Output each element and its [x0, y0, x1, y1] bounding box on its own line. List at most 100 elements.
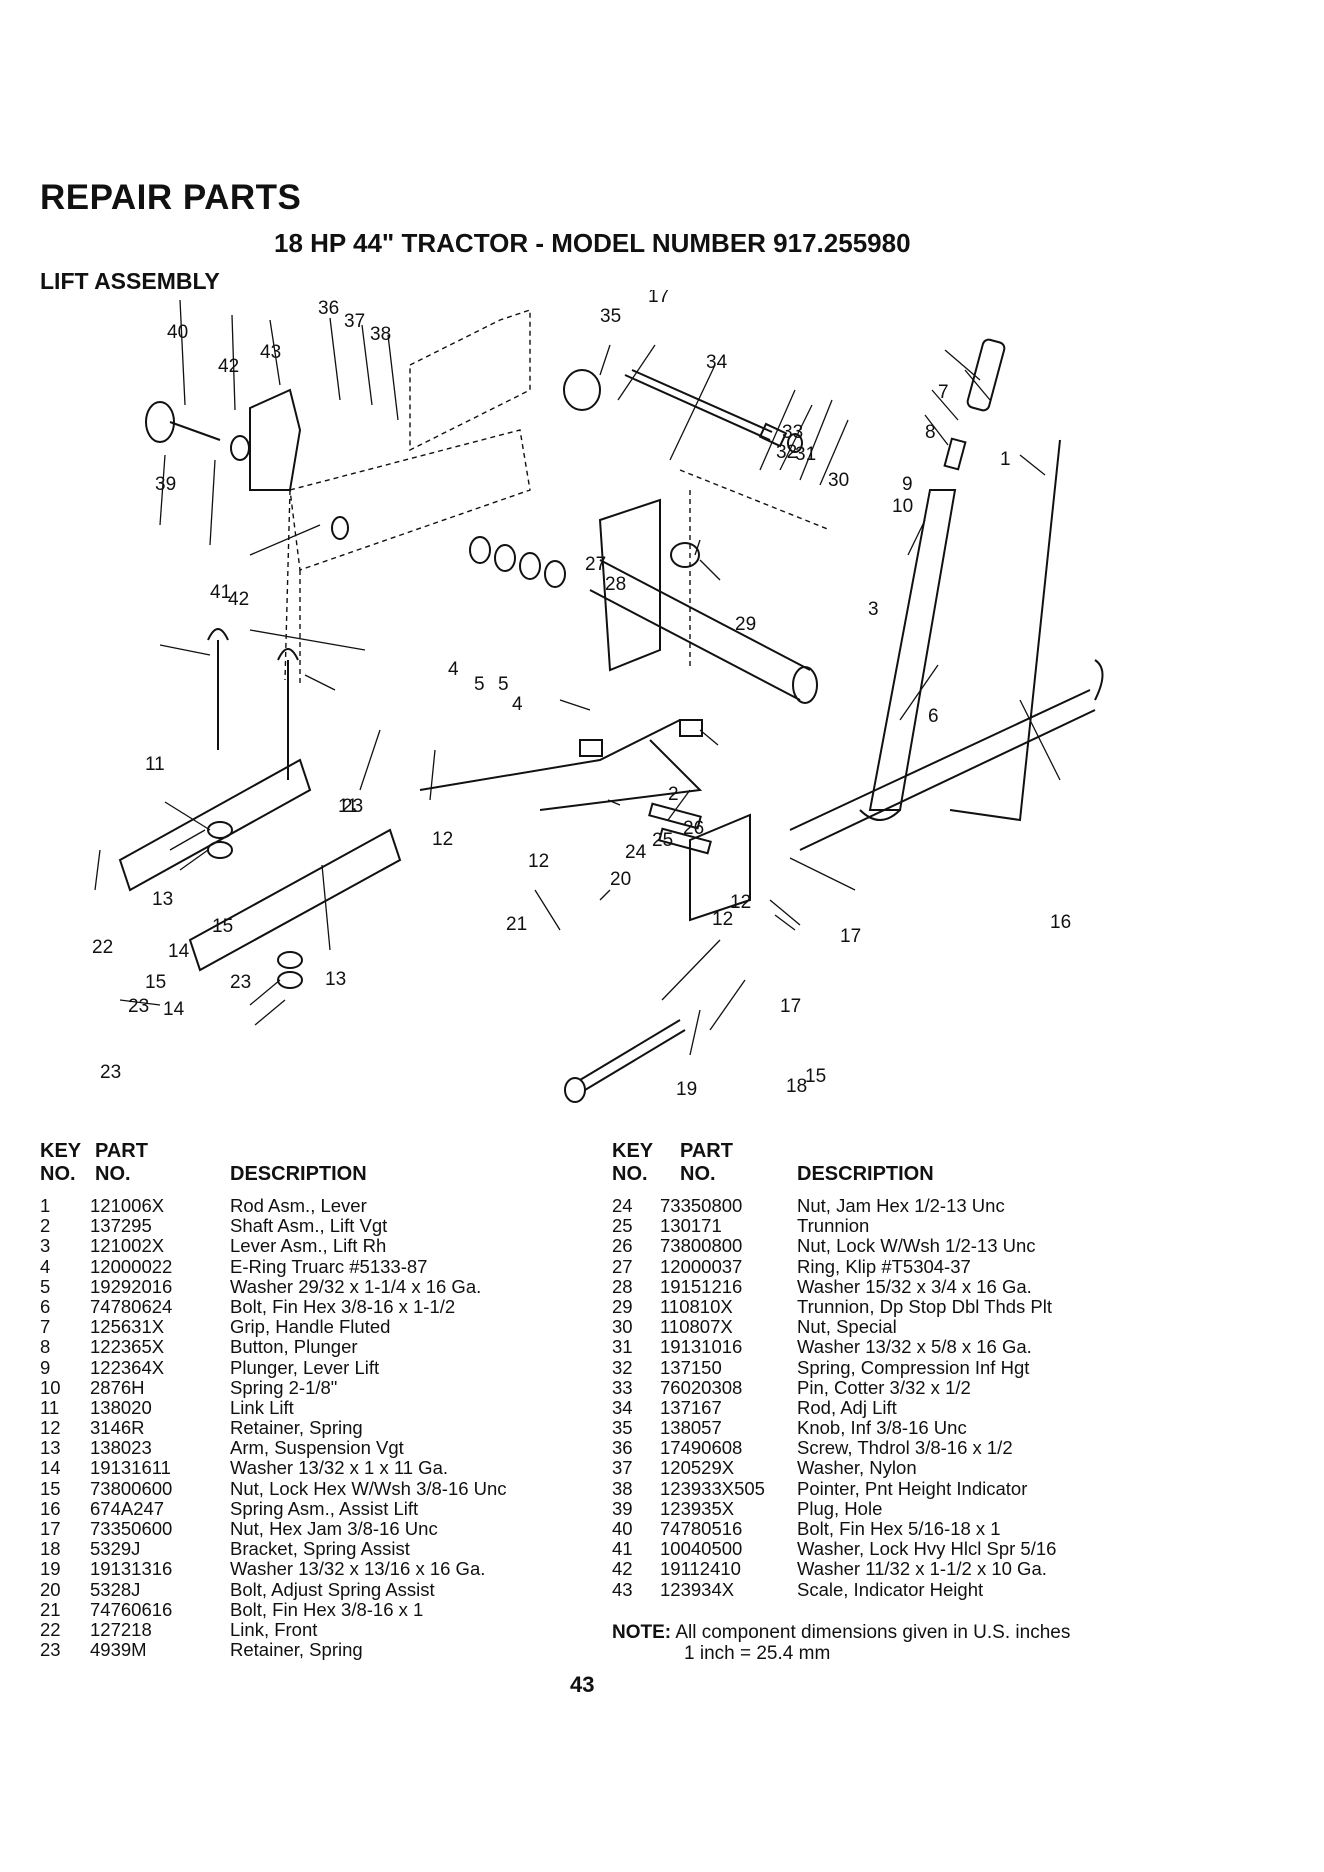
key-no: 23 — [40, 1639, 61, 1661]
callout-label: 17 — [840, 926, 861, 947]
description: Arm, Suspension Vgt — [230, 1437, 404, 1459]
part-no: 137295 — [90, 1215, 152, 1237]
callout-label: 25 — [652, 830, 673, 851]
callout-label: 42 — [228, 589, 249, 610]
callout-label: 29 — [735, 614, 756, 635]
description: Washer 13/32 x 13/16 x 16 Ga. — [230, 1558, 486, 1580]
callout-label: 3 — [868, 599, 879, 620]
key-no: 14 — [40, 1457, 61, 1479]
exploded-parts-diagram: 1234455678910111112121212131314141515151… — [92, 290, 1104, 1103]
key-no: 34 — [612, 1396, 633, 1418]
lever-rod — [949, 439, 1061, 822]
callout-label: 12 — [432, 829, 453, 850]
callout-label: 22 — [92, 937, 113, 958]
callout-label: 12 — [528, 851, 549, 872]
callout-label: 31 — [795, 444, 816, 465]
part-no: 5329J — [90, 1538, 141, 1560]
key-no: 4 — [40, 1255, 51, 1277]
key-no: 43 — [612, 1578, 633, 1600]
model-subtitle: 18 HP 44" TRACTOR - MODEL NUMBER 917.255… — [274, 228, 911, 258]
plunger-spring — [943, 437, 967, 471]
callout-label: 12 — [730, 892, 751, 913]
part-no: 121002X — [90, 1235, 165, 1257]
key-no: 25 — [612, 1215, 633, 1237]
key-no: 35 — [612, 1417, 633, 1439]
lift-link — [277, 648, 299, 780]
callout-label: 12 — [712, 909, 733, 930]
description: Pin, Cotter 3/32 x 1/2 — [797, 1376, 971, 1398]
description: Retainer, Spring — [230, 1639, 363, 1661]
adj-lift-rod — [624, 369, 773, 441]
lift-link — [207, 628, 229, 750]
callout-label: 23 — [100, 1062, 121, 1083]
description: Washer 15/32 x 3/4 x 16 Ga. — [797, 1275, 1032, 1297]
key-no: 3 — [40, 1235, 51, 1257]
description: Nut, Special — [797, 1316, 897, 1338]
description: Spring 2-1/8" — [230, 1376, 338, 1398]
key-no: 38 — [612, 1477, 633, 1499]
part-no: 121006X — [90, 1195, 165, 1216]
spring-bracket — [689, 813, 751, 922]
callout-label: 33 — [782, 422, 803, 443]
part-no: 2876H — [90, 1376, 145, 1398]
front-link — [419, 719, 703, 811]
callout-label: 15 — [212, 916, 233, 937]
callout-label: 32 — [776, 442, 797, 463]
callout-label: 13 — [152, 889, 173, 910]
key-no: 16 — [40, 1497, 61, 1519]
part-no: 138057 — [660, 1417, 722, 1439]
description: Washer 11/32 x 1-1/2 x 10 Ga. — [797, 1558, 1047, 1580]
note-line2: 1 inch = 25.4 mm — [684, 1643, 831, 1664]
callout-label: 21 — [506, 914, 527, 935]
table-row: 2 137295 Shaft Asm., Lift Vgt — [40, 1215, 600, 1237]
key-no: 40 — [612, 1518, 633, 1539]
key-no: 27 — [612, 1255, 633, 1277]
callout-label: 4 — [512, 694, 523, 715]
callout-label: 15 — [805, 1066, 826, 1087]
key-no: 2 — [40, 1215, 51, 1237]
part-no: 120529X — [660, 1457, 735, 1479]
trunnion — [670, 542, 700, 568]
callout-label: 24 — [625, 842, 647, 863]
part-no: 10040500 — [660, 1538, 743, 1560]
key-no: 19 — [40, 1558, 61, 1580]
key-no: 13 — [40, 1437, 61, 1459]
description: Bracket, Spring Assist — [230, 1538, 410, 1560]
part-no: 110810X — [660, 1295, 733, 1317]
part-no: 74780624 — [90, 1295, 173, 1317]
page-number: 43 — [570, 1672, 595, 1697]
description: Shaft Asm., Lift Vgt — [230, 1215, 388, 1237]
key-no: 7 — [40, 1316, 51, 1338]
part-no: 130171 — [660, 1215, 722, 1237]
description: Spring Asm., Assist Lift — [230, 1497, 419, 1519]
part-no: 123935X — [660, 1497, 735, 1519]
description: Retainer, Spring — [230, 1417, 363, 1439]
adjust-bolt — [579, 1019, 686, 1091]
callout-label: 8 — [925, 422, 936, 443]
description: Washer 13/32 x 1 x 11 Ga. — [230, 1457, 448, 1479]
part-no: 12000037 — [660, 1255, 743, 1277]
callout-label: 13 — [325, 969, 346, 990]
key-no: 33 — [612, 1376, 633, 1398]
assist-lift-spring — [789, 689, 1096, 851]
description: Washer 29/32 x 1-1/4 x 16 Ga. — [230, 1275, 482, 1297]
callout-label: 17 — [648, 290, 669, 307]
note-label: NOTE: — [612, 1622, 672, 1643]
key-no: 9 — [40, 1356, 51, 1378]
part-no: 73800800 — [660, 1235, 743, 1257]
callout-label: 14 — [163, 999, 185, 1020]
